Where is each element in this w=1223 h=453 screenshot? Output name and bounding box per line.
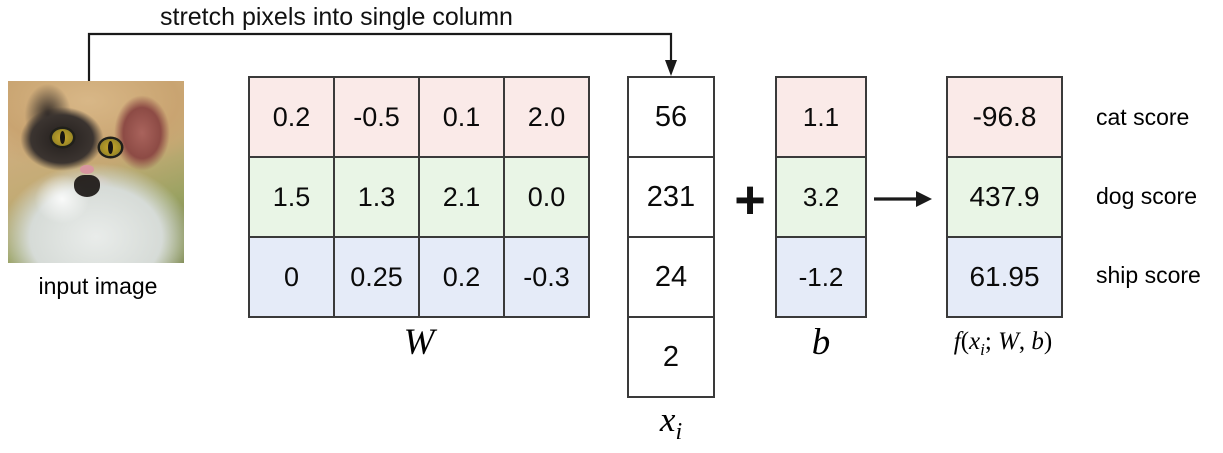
score-vector-row-cat: -96.8 <box>946 76 1063 158</box>
weight-cell-r0c1: -0.5 <box>333 76 420 158</box>
score-label-cat: cat score <box>1096 104 1190 130</box>
input-image-thumbnail <box>8 81 184 263</box>
score-cell-cat: -96.8 <box>946 76 1063 158</box>
weight-matrix-row-ship: 0 0.25 0.2 -0.3 <box>248 236 590 318</box>
plus-operator: + <box>734 170 766 230</box>
f-label-x-subscript: i <box>980 340 985 359</box>
cat-muzzle-icon <box>74 175 100 197</box>
f-label-W: W <box>998 328 1019 355</box>
score-vector-f: -96.8 437.9 61.95 <box>946 76 1063 318</box>
cat-left-pupil-icon <box>60 131 65 144</box>
input-cell-2: 24 <box>627 236 715 318</box>
weight-matrix-label: W <box>403 322 435 363</box>
score-cell-ship: 61.95 <box>946 236 1063 318</box>
weight-cell-r2c2: 0.2 <box>418 236 505 318</box>
weight-matrix-W: 0.2 -0.5 0.1 2.0 1.5 1.3 2.1 0.0 0 0.25 … <box>248 76 590 318</box>
input-vector-label-subscript: i <box>675 419 683 445</box>
f-label-comma: , <box>1018 328 1032 355</box>
weight-cell-r1c1: 1.3 <box>333 156 420 238</box>
input-vector-row: 231 <box>627 156 715 238</box>
bias-vector-row-dog: 3.2 <box>775 156 867 238</box>
weight-cell-r1c3: 0.0 <box>503 156 590 238</box>
input-image-label: input image <box>38 273 158 299</box>
input-vector-label-main: x <box>659 400 676 439</box>
f-label-x: x <box>969 328 981 355</box>
score-label-dog: dog score <box>1096 183 1198 209</box>
weight-matrix-row-dog: 1.5 1.3 2.1 0.0 <box>248 156 590 238</box>
stretch-pixels-caption: stretch pixels into single column <box>160 3 513 31</box>
f-label-b: b <box>1031 328 1044 355</box>
score-label-ship: ship score <box>1096 262 1201 288</box>
bias-vector-b: 1.1 3.2 -1.2 <box>775 76 867 318</box>
weight-cell-r1c2: 2.1 <box>418 156 505 238</box>
bias-cell-0: 1.1 <box>775 76 867 158</box>
input-cell-1: 231 <box>627 156 715 238</box>
weight-matrix-row-cat: 0.2 -0.5 0.1 2.0 <box>248 76 590 158</box>
score-vector-label: f(xi; W, b) <box>940 326 1066 366</box>
equals-arrow-icon <box>874 191 932 207</box>
f-label-f: f <box>953 328 961 355</box>
weight-cell-r1c0: 1.5 <box>248 156 335 238</box>
f-label-open-paren: ( <box>960 328 970 355</box>
f-label-semicolon: ; <box>984 328 999 355</box>
weight-cell-r0c3: 2.0 <box>503 76 590 158</box>
bias-vector-row-ship: -1.2 <box>775 236 867 318</box>
input-vector-xi: 56 231 24 2 <box>627 76 715 398</box>
input-vector-row: 24 <box>627 236 715 318</box>
score-cell-dog: 437.9 <box>946 156 1063 238</box>
bias-vector-label: b <box>811 322 831 363</box>
cat-nose-icon <box>80 165 94 174</box>
weight-cell-r0c0: 0.2 <box>248 76 335 158</box>
input-vector-row: 2 <box>627 316 715 398</box>
input-vector-label: xi <box>627 400 715 452</box>
input-vector-row: 56 <box>627 76 715 158</box>
score-vector-row-ship: 61.95 <box>946 236 1063 318</box>
f-label-close-paren: ) <box>1043 328 1053 355</box>
score-vector-row-dog: 437.9 <box>946 156 1063 238</box>
weight-cell-r2c0: 0 <box>248 236 335 318</box>
input-cell-0: 56 <box>627 76 715 158</box>
weight-cell-r0c2: 0.1 <box>418 76 505 158</box>
cat-right-pupil-icon <box>108 141 113 154</box>
bias-cell-2: -1.2 <box>775 236 867 318</box>
bias-cell-1: 3.2 <box>775 156 867 238</box>
cat-photo <box>8 81 184 263</box>
bias-vector-row-cat: 1.1 <box>775 76 867 158</box>
weight-cell-r2c3: -0.3 <box>503 236 590 318</box>
input-cell-3: 2 <box>627 316 715 398</box>
weight-cell-r2c1: 0.25 <box>333 236 420 318</box>
